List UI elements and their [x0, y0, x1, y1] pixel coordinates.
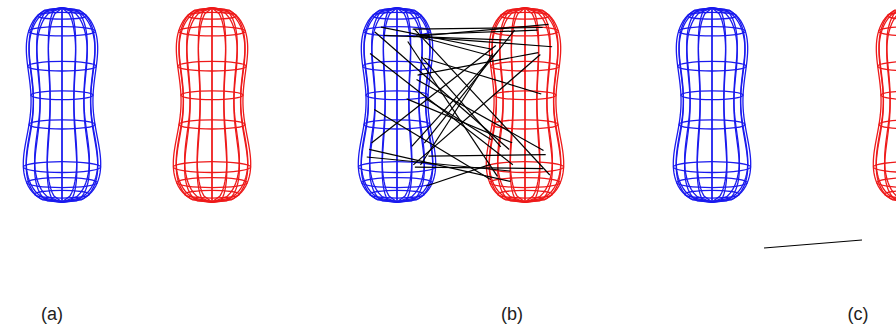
wire-meridian: [361, 8, 397, 202]
wire-meridian: [685, 8, 712, 202]
correspondence-line: [375, 32, 509, 149]
wire-meridian: [396, 8, 397, 202]
wire-meridian: [510, 8, 525, 202]
wire-meridian: [35, 8, 62, 202]
wire-meridian: [711, 8, 712, 202]
wire-meridian: [712, 8, 739, 202]
wire-meridian: [382, 8, 397, 202]
wire-meridian: [885, 8, 896, 202]
wire-meridian: [197, 8, 212, 202]
correspondence-line: [367, 157, 511, 171]
wire-meridian: [211, 8, 212, 202]
correspondence-line: [413, 27, 543, 29]
wire-meridian: [211, 8, 212, 202]
wire-meridian: [61, 8, 62, 202]
wire-meridian: [26, 8, 62, 202]
wire-meridian: [212, 8, 227, 202]
wire-meridian: [212, 8, 248, 202]
wire-meridian: [486, 8, 525, 202]
wire-meridian: [62, 8, 98, 202]
correspondence-line: [424, 58, 541, 94]
wire-meridian: [62, 8, 89, 202]
wire-meridian: [361, 8, 397, 202]
wire-meridian: [712, 8, 748, 202]
wire-meridian: [498, 8, 525, 202]
correspondence-line: [418, 53, 539, 76]
panel-label: (b): [501, 305, 523, 323]
wire-meridian: [370, 8, 397, 202]
wire-meridian: [873, 8, 896, 202]
wire-meridian: [212, 8, 239, 202]
wire-meridian: [35, 8, 62, 202]
wire-meridian: [176, 8, 212, 202]
wire-meridian: [185, 8, 212, 202]
wire-meridian: [62, 8, 77, 202]
wire-meridian: [382, 8, 397, 202]
correspondence-line: [384, 35, 511, 40]
wire-meridian: [524, 8, 525, 202]
wire-meridian: [62, 8, 101, 202]
wire-meridian: [676, 8, 712, 202]
wire-meridian: [524, 8, 525, 202]
wire-meridian: [396, 8, 397, 202]
wire-meridian: [185, 8, 212, 202]
correspondence-line: [413, 24, 548, 36]
wire-meridian: [697, 8, 712, 202]
wire-meridian: [885, 8, 896, 202]
wire-meridian: [397, 8, 412, 202]
wire-meridian: [397, 8, 412, 202]
panel-label: (a): [41, 305, 63, 323]
wire-meridian: [876, 8, 896, 202]
correspondence-line: [414, 29, 549, 175]
wire-meridian: [525, 8, 564, 202]
wire-meridian: [23, 8, 62, 202]
wire-meridian: [47, 8, 62, 202]
wire-meridian: [358, 8, 397, 202]
correspondence-line: [428, 155, 545, 156]
wire-meridian: [510, 8, 525, 202]
wire-meridian: [498, 8, 525, 202]
wire-meridian: [212, 8, 248, 202]
correspondence-line: [764, 240, 862, 248]
wire-meridian: [712, 8, 727, 202]
wire-meridian: [197, 8, 212, 202]
wire-meridian: [673, 8, 712, 202]
wire-meridian: [676, 8, 712, 202]
wire-meridian: [370, 8, 397, 202]
wire-meridian: [47, 8, 62, 202]
wire-meridian: [525, 8, 540, 202]
wire-meridian: [173, 8, 212, 202]
wire-meridian: [712, 8, 748, 202]
wire-meridian: [176, 8, 212, 202]
correspondence-line: [416, 36, 494, 57]
wire-meridian: [62, 8, 89, 202]
correspondence-line: [374, 110, 490, 180]
wire-meridian: [876, 8, 896, 202]
correspondence-line: [407, 99, 513, 143]
wire-meridian: [525, 8, 561, 202]
wire-meridian: [697, 8, 712, 202]
wire-meridian: [62, 8, 98, 202]
wire-meridian: [685, 8, 712, 202]
wire-meridian: [711, 8, 712, 202]
wire-meridian: [61, 8, 62, 202]
wire-meridian: [712, 8, 739, 202]
wire-meridian: [212, 8, 239, 202]
wire-meridian: [212, 8, 251, 202]
wire-meridian: [212, 8, 227, 202]
correspondence-line: [369, 149, 510, 181]
wire-meridian: [712, 8, 727, 202]
panel-label: (c): [848, 305, 869, 323]
wire-meridian: [525, 8, 561, 202]
wire-meridian: [525, 8, 540, 202]
wire-meridian: [712, 8, 751, 202]
wire-meridian: [62, 8, 77, 202]
wire-meridian: [26, 8, 62, 202]
